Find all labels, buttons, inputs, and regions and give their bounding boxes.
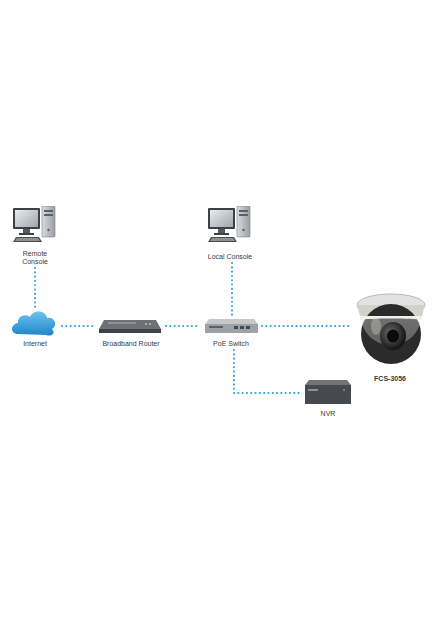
remote-console-computer <box>13 206 55 242</box>
dome-camera <box>357 294 425 364</box>
local-console-computer <box>208 206 250 242</box>
console-node: Local Console <box>198 205 262 263</box>
router-node: Broadband Router <box>96 318 166 350</box>
poe-switch-device <box>205 319 258 333</box>
internet-cloud <box>12 311 55 335</box>
dotted-link <box>166 325 200 327</box>
dotted-link <box>62 325 96 327</box>
node-label: Broadband Router <box>102 340 159 348</box>
node-label: NVR <box>321 410 336 418</box>
cloud-node: Internet <box>8 308 62 350</box>
dotted-link <box>34 268 36 308</box>
dotted-link <box>234 350 300 393</box>
node-label: Remote Console <box>10 250 60 266</box>
console-node: Remote Console <box>10 205 60 268</box>
node-label: Local Console <box>208 253 252 261</box>
dotted-link <box>262 325 352 327</box>
router-device <box>99 320 161 333</box>
node-label: Internet <box>23 340 47 348</box>
nvr-node: NVR <box>300 376 356 420</box>
node-label: PoE Switch <box>213 340 249 348</box>
dotted-link <box>231 263 233 316</box>
camera-node: FCS-3056 <box>352 288 428 385</box>
switch-node: PoE Switch <box>200 316 262 350</box>
nvr-device <box>305 380 351 404</box>
node-label: FCS-3056 <box>374 375 406 383</box>
